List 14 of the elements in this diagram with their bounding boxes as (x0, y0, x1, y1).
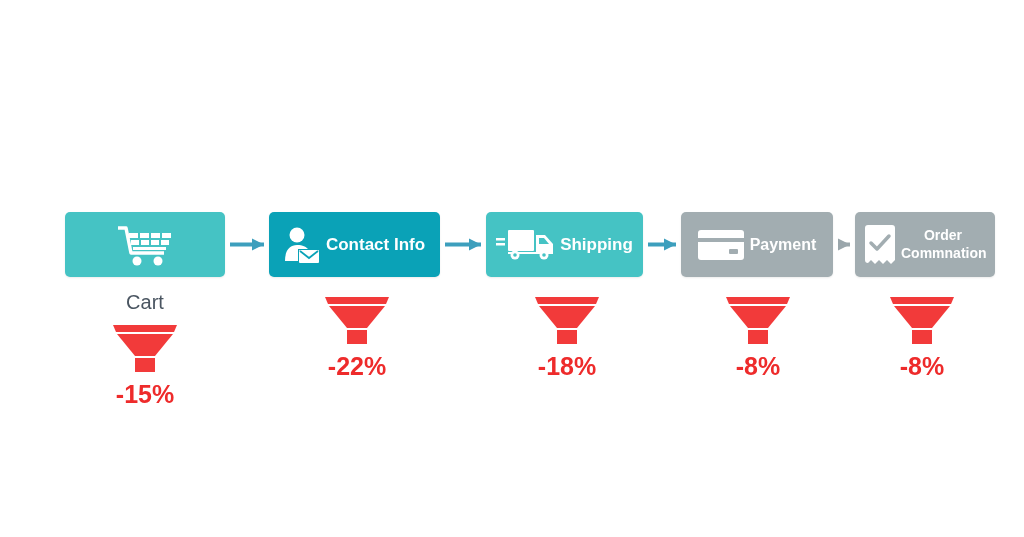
step-label: Cart (126, 290, 164, 314)
drop-off-percentage: -22% (327, 352, 387, 380)
step-label: Payment (749, 234, 817, 255)
step-label: Shipping (560, 233, 633, 256)
drop-off-percentage: -8% (899, 352, 945, 380)
arrow (230, 238, 264, 251)
arrow (838, 238, 850, 251)
drop-off-percentage: -15% (115, 380, 175, 408)
step-label: Order Commnation (901, 227, 985, 262)
drop-off-percentage: -8% (735, 352, 781, 380)
step-label: Contact Info (325, 233, 426, 256)
arrow (648, 238, 676, 251)
drop-off-percentage: -18% (537, 352, 597, 380)
arrow (445, 238, 481, 251)
